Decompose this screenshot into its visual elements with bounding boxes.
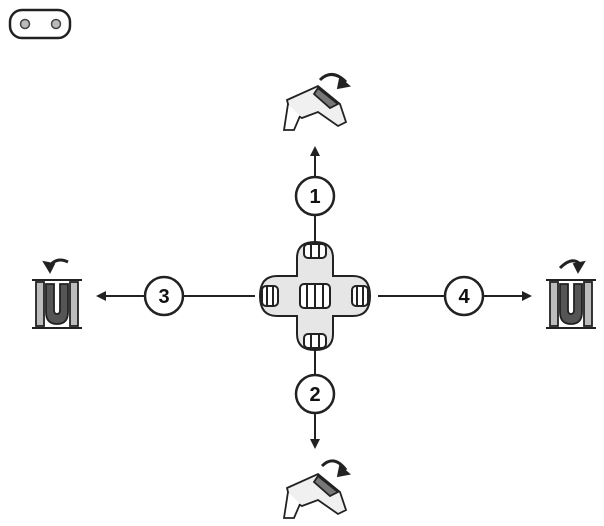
connector-icon (8, 8, 72, 40)
callout-4: 4 (443, 275, 485, 317)
tilt-down-icon (282, 459, 351, 519)
svg-text:1: 1 (309, 186, 320, 208)
slide-left-icon (32, 258, 82, 329)
four-way-joystick-icon (258, 240, 372, 352)
callout-1: 1 (294, 175, 336, 217)
callout-2: 2 (294, 373, 336, 415)
slide-right-icon (546, 259, 596, 329)
svg-text:4: 4 (458, 286, 470, 308)
svg-text:3: 3 (158, 286, 169, 308)
svg-text:2: 2 (309, 384, 320, 406)
tilt-up-icon (282, 73, 351, 131)
callout-3: 3 (143, 275, 185, 317)
